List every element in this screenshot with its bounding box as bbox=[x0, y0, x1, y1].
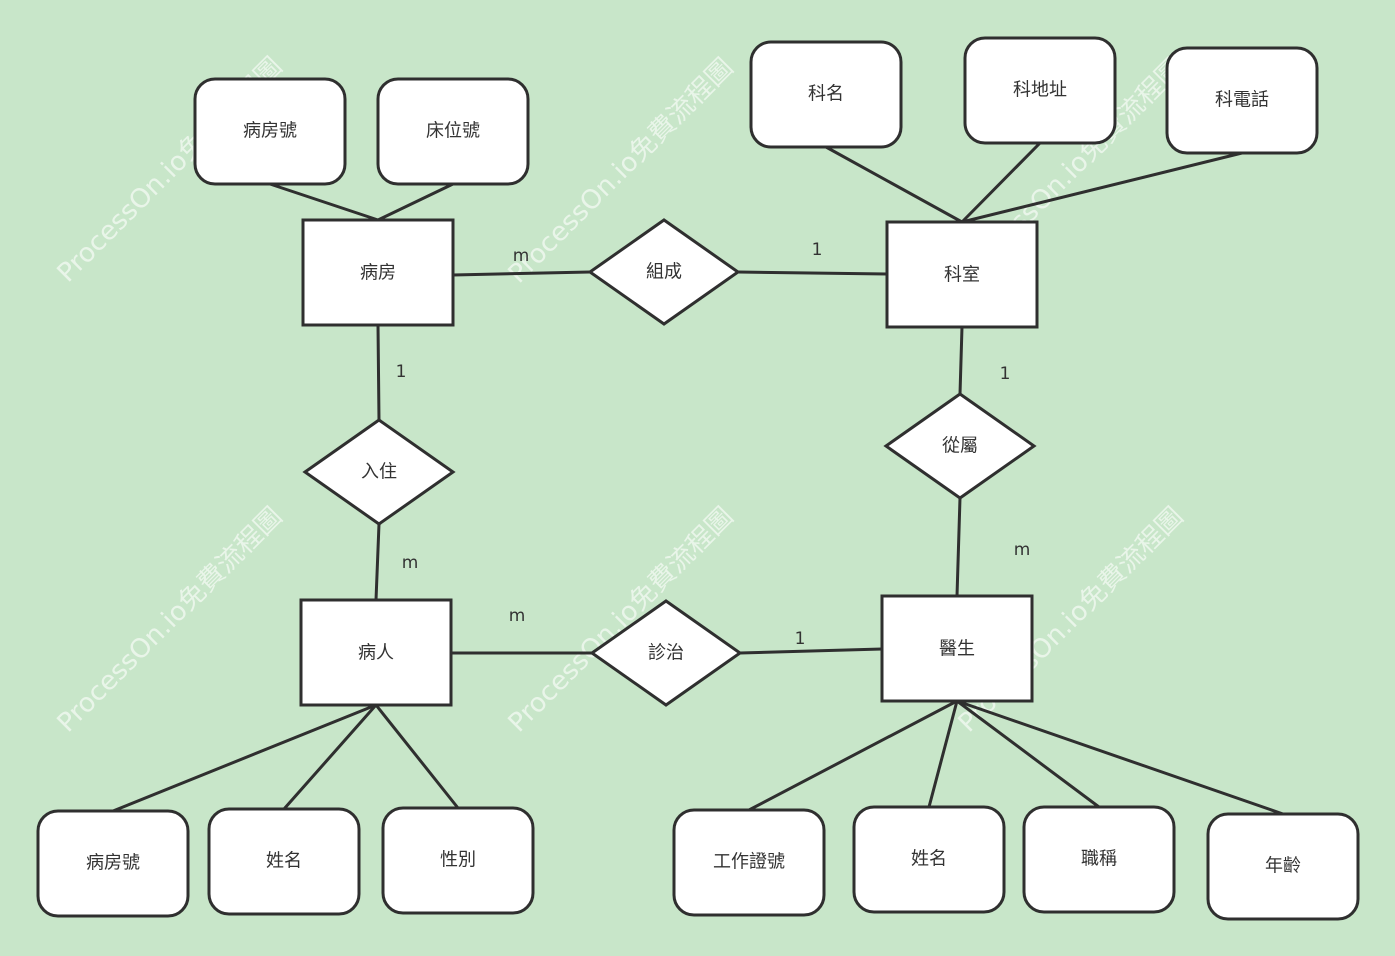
attribute-box bbox=[376, 77, 530, 186]
attribute-patient-room-number: 病房號 bbox=[36, 809, 190, 918]
entity-doctor-box bbox=[880, 594, 1034, 703]
attribute-department-address: 科地址 bbox=[963, 36, 1117, 145]
entity-patient-box bbox=[299, 598, 453, 707]
attribute-box bbox=[36, 809, 190, 918]
attribute-department-name: 科名 bbox=[749, 40, 903, 149]
entity-doctor-label: 醫生 bbox=[939, 639, 975, 660]
attribute-box bbox=[1206, 812, 1360, 921]
attribute-patient-gender: 性別 bbox=[381, 806, 535, 915]
connector-layer bbox=[111, 141, 1285, 816]
edge-department-belongs-to bbox=[958, 325, 964, 396]
edge-patient-gender bbox=[374, 703, 460, 810]
relationship-composes: 組成 bbox=[587, 218, 741, 326]
cardinality-patient-treats: m bbox=[509, 606, 526, 626]
relationship-treats: 診治 bbox=[589, 599, 743, 707]
edge-department-address bbox=[960, 141, 1042, 224]
attribute-ward-room-number: 病房號 bbox=[193, 77, 347, 186]
attribute-label: 科地址 bbox=[1013, 80, 1067, 101]
entity-ward-label: 病房 bbox=[360, 263, 396, 284]
attribute-box bbox=[381, 806, 535, 915]
cardinality-doctor-treats: 1 bbox=[795, 629, 806, 649]
entity-patient: 病人 bbox=[299, 598, 453, 707]
edge-doctor-title bbox=[955, 699, 1101, 809]
cardinality-doctor-belongs-to: m bbox=[1014, 540, 1031, 560]
attribute-box bbox=[1022, 805, 1176, 914]
attribute-box bbox=[207, 807, 361, 916]
entity-department-box bbox=[885, 220, 1039, 329]
attribute-doctor-work-id: 工作證號 bbox=[672, 808, 826, 917]
attribute-label: 床位號 bbox=[426, 121, 480, 142]
attribute-box bbox=[193, 77, 347, 186]
entity-department: 科室 bbox=[885, 220, 1039, 329]
edge-ward-room-number bbox=[268, 182, 380, 222]
entity-ward: 病房 bbox=[301, 218, 455, 327]
cardinality-patient-admits: m bbox=[402, 553, 419, 573]
attribute-doctor-name: 姓名 bbox=[852, 805, 1006, 914]
edge-composes-department bbox=[736, 270, 889, 276]
relationship-belongs-to: 從屬 bbox=[883, 392, 1037, 500]
attribute-ward-bed-number: 床位號 bbox=[376, 77, 530, 186]
attribute-label: 性別 bbox=[440, 850, 476, 871]
edge-ward-admits bbox=[376, 323, 381, 422]
edge-department-phone bbox=[960, 151, 1244, 224]
edge-admits-patient bbox=[374, 522, 381, 602]
cardinality-layer: m 1 1 m 1 m m 1 bbox=[396, 240, 1031, 649]
attribute-label: 年齡 bbox=[1265, 856, 1301, 877]
relationship-admits: 入住 bbox=[302, 418, 456, 526]
edge-ward-composes bbox=[451, 270, 592, 277]
attribute-box bbox=[963, 36, 1117, 145]
attribute-label: 病房號 bbox=[243, 121, 297, 142]
relationship-treats-label: 診治 bbox=[648, 643, 684, 664]
edge-doctor-age bbox=[955, 699, 1285, 816]
attribute-doctor-title: 職稱 bbox=[1022, 805, 1176, 914]
relationship-treats-diamond bbox=[589, 599, 743, 707]
attribute-label: 工作證號 bbox=[713, 852, 785, 873]
attribute-box bbox=[1165, 46, 1319, 155]
attribute-department-phone: 科電話 bbox=[1165, 46, 1319, 155]
attribute-label: 姓名 bbox=[266, 851, 302, 872]
attribute-doctor-age: 年齡 bbox=[1206, 812, 1360, 921]
attribute-box bbox=[852, 805, 1006, 914]
entity-patient-label: 病人 bbox=[358, 643, 394, 664]
attribute-box bbox=[672, 808, 826, 917]
entity-doctor: 醫生 bbox=[880, 594, 1034, 703]
attribute-label: 姓名 bbox=[911, 849, 947, 870]
edge-belongs-to-doctor bbox=[955, 496, 962, 598]
edge-treats-doctor bbox=[738, 647, 884, 655]
attribute-label: 科電話 bbox=[1215, 90, 1269, 111]
edge-patient-name bbox=[282, 703, 378, 811]
relationship-admits-diamond bbox=[302, 418, 456, 526]
cardinality-ward-admits: 1 bbox=[396, 362, 407, 382]
relationship-composes-label: 組成 bbox=[646, 262, 682, 283]
edge-patient-room-number bbox=[111, 703, 378, 813]
edge-doctor-work-id bbox=[747, 699, 959, 812]
relationship-admits-label: 入住 bbox=[361, 462, 397, 483]
attribute-label: 病房號 bbox=[86, 853, 140, 874]
cardinality-department-belongs-to: 1 bbox=[1000, 364, 1011, 384]
entity-ward-box bbox=[301, 218, 455, 327]
attribute-box bbox=[749, 40, 903, 149]
relationship-composes-diamond bbox=[587, 218, 741, 326]
attribute-label: 職稱 bbox=[1081, 849, 1117, 870]
attribute-label: 科名 bbox=[808, 84, 844, 105]
edge-ward-bed-number bbox=[376, 182, 455, 222]
edge-department-name bbox=[824, 145, 964, 224]
cardinality-department-composes: 1 bbox=[812, 240, 823, 260]
cardinality-ward-composes: m bbox=[513, 246, 530, 266]
relationship-belongs-to-diamond bbox=[883, 392, 1037, 500]
entity-department-label: 科室 bbox=[944, 265, 980, 286]
attribute-patient-name: 姓名 bbox=[207, 807, 361, 916]
edge-doctor-name bbox=[927, 699, 959, 809]
relationship-belongs-to-label: 從屬 bbox=[942, 436, 978, 457]
